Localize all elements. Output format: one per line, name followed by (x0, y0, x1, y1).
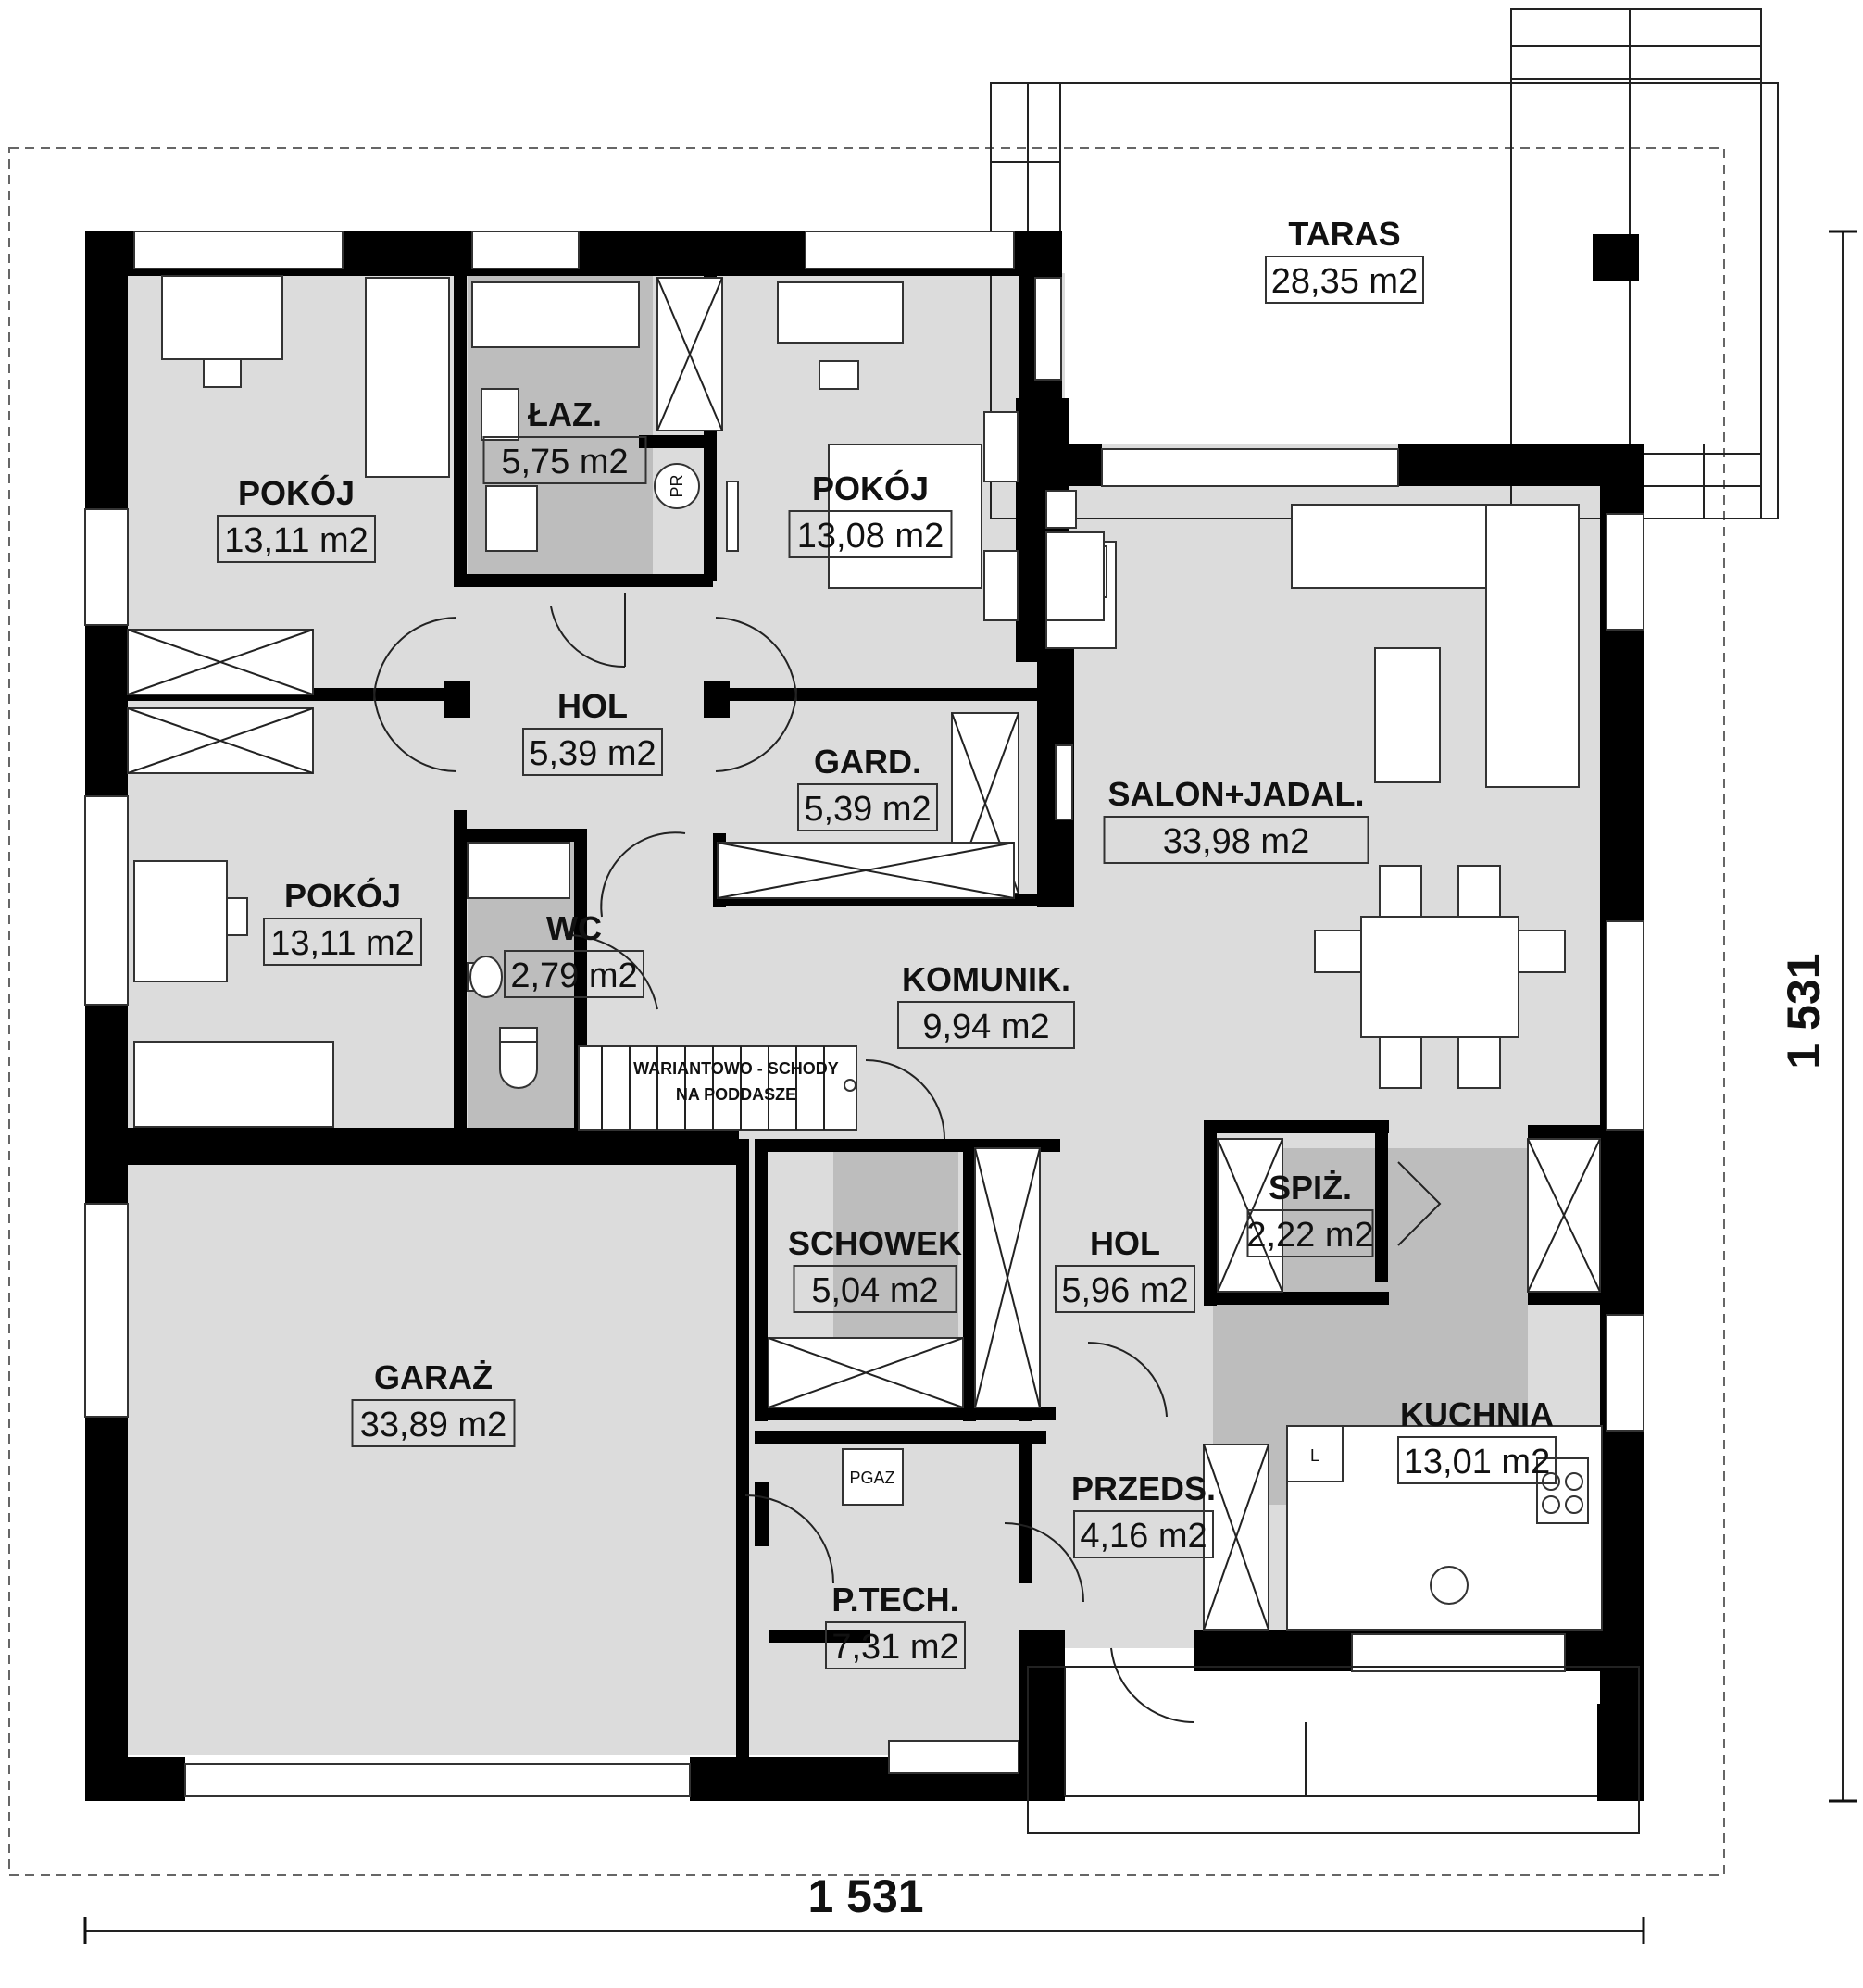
room-area: 2,79 m2 (510, 956, 637, 995)
height-dimension: 1 531 (1778, 953, 1830, 1069)
room-area: 2,22 m2 (1246, 1216, 1373, 1255)
room-name: GARD. (814, 743, 921, 781)
room-label-schowek: SCHOWEK 5,04 m2 (788, 1224, 962, 1313)
room-label-kuchnia: KUCHNIA 13,01 m2 (1397, 1395, 1557, 1484)
area-box (1397, 1436, 1557, 1484)
room-area: 13,08 m2 (797, 517, 944, 556)
fridge-label: L (1310, 1446, 1319, 1465)
room-area: 33,98 m2 (1163, 822, 1309, 861)
area-box (1265, 256, 1424, 304)
area-box (793, 1265, 957, 1313)
room-label-wc: WC 2,79 m2 (504, 909, 644, 998)
room-area: 13,11 m2 (270, 924, 415, 963)
room-name: SALON+JADAL. (1107, 775, 1364, 813)
area-box (263, 918, 422, 966)
area-box (1103, 816, 1369, 864)
room-area: 9,94 m2 (922, 1007, 1049, 1046)
area-box (1073, 1510, 1214, 1558)
room-label-komunik: KOMUNIK. 9,94 m2 (897, 960, 1075, 1049)
room-name: KUCHNIA (1400, 1395, 1554, 1433)
area-box (825, 1621, 966, 1669)
area-box (482, 436, 647, 484)
room-area: 4,16 m2 (1080, 1517, 1207, 1556)
room-label-taras: TARAS 28,35 m2 (1265, 215, 1424, 304)
room-name: WC (546, 909, 602, 947)
area-box (1246, 1209, 1374, 1257)
stairs-note-line1: WARIANTOWO - SCHODY (633, 1059, 839, 1078)
room-name: SCHOWEK (788, 1224, 962, 1262)
area-box (504, 950, 644, 998)
dimensions: 1 531 1 531 (83, 230, 1857, 1944)
room-name: HOL (557, 687, 628, 725)
room-label-pokoj1: POKÓJ 13,11 m2 (217, 473, 376, 563)
room-area: 5,04 m2 (811, 1271, 938, 1310)
area-box (1055, 1265, 1195, 1313)
room-label-laz: ŁAZ. 5,75 m2 (482, 395, 647, 484)
room-label-pokoj2: POKÓJ 13,08 m2 (788, 469, 953, 558)
windows (84, 231, 1644, 1797)
room-name: PRZEDS. (1071, 1469, 1216, 1507)
stairs-note-line2: NA PODDASZE (676, 1085, 796, 1104)
room-name: POKÓJ (812, 469, 929, 507)
roof-outline (8, 147, 1725, 1876)
room-name: SPIŻ. (1269, 1169, 1352, 1207)
room-area: 13,11 m2 (224, 521, 369, 560)
stairs (578, 1045, 857, 1131)
room-label-ptech: P.TECH. 7,31 m2 (825, 1581, 966, 1669)
pgaz-box (842, 1448, 904, 1506)
room-name: HOL (1090, 1224, 1160, 1262)
room-label-garaz: GARAŻ 33,89 m2 (351, 1358, 516, 1447)
room-area: 33,89 m2 (360, 1406, 506, 1444)
room-label-hol2: HOL 5,96 m2 (1055, 1224, 1195, 1313)
area-box (788, 510, 953, 558)
room-label-gard: GARD. 5,39 m2 (797, 743, 938, 831)
room-name: POKÓJ (284, 876, 401, 915)
doors (373, 593, 1442, 1724)
room-name: GARAŻ (374, 1358, 493, 1396)
room-label-przeds: PRZEDS. 4,16 m2 (1071, 1469, 1216, 1558)
room-area: 5,75 m2 (501, 443, 628, 481)
area-box (217, 515, 376, 563)
room-area: 5,39 m2 (804, 790, 931, 829)
room-label-spiz: SPIŻ. 2,22 m2 (1246, 1169, 1374, 1257)
room-labels: POKÓJ 13,11 m2 ŁAZ. 5,75 m2 POKÓJ 13,08 m2 TAR… (217, 215, 1557, 1669)
area-box (797, 783, 938, 831)
stairs-note: WARIANTOWO - SCHODY NA PODDASZE (633, 1059, 839, 1104)
room-label-salon: SALON+JADAL. 33,98 m2 (1103, 775, 1369, 864)
room-area: 5,96 m2 (1061, 1271, 1188, 1310)
area-box (522, 728, 663, 776)
porch (1027, 1666, 1640, 1834)
symbols: PR PGAZ L (668, 474, 1319, 1506)
room-area: 5,39 m2 (529, 734, 656, 773)
room-name: P.TECH. (831, 1581, 958, 1619)
room-area: 28,35 m2 (1271, 262, 1418, 301)
pr-symbol: PR (668, 474, 686, 497)
pgaz-label: PGAZ (849, 1469, 894, 1487)
room-label-pokoj3: POKÓJ 13,11 m2 (263, 876, 422, 966)
room-name: ŁAZ. (528, 395, 602, 433)
area-box (897, 1001, 1075, 1049)
room-name: TARAS (1288, 215, 1400, 253)
area-box (351, 1399, 516, 1447)
room-name: KOMUNIK. (902, 960, 1070, 998)
room-area: 13,01 m2 (1404, 1443, 1550, 1482)
furniture (127, 275, 1603, 1631)
room-name: POKÓJ (238, 473, 355, 512)
room-area: 7,31 m2 (831, 1628, 958, 1667)
width-dimension: 1 531 (807, 1870, 923, 1922)
room-label-hol1: HOL 5,39 m2 (522, 687, 663, 776)
